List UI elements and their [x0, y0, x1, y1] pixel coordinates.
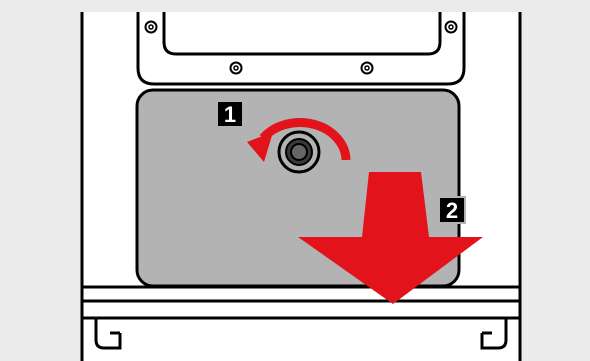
down-arrow-icon [298, 172, 483, 304]
handle-inner [162, 12, 442, 56]
step-1-label: 1 [224, 102, 236, 127]
screw-top-left [144, 20, 158, 34]
screw-top-right [444, 20, 458, 34]
top-handle-frame [136, 12, 466, 86]
screw-knob-icon [277, 130, 321, 174]
step-2-label: 2 [446, 198, 458, 223]
foot-left [94, 318, 122, 350]
screw-mid-right [360, 61, 374, 75]
unit-base [82, 285, 520, 350]
screw-mid-left [229, 61, 243, 75]
foot-right [480, 318, 508, 350]
step-2-badge: 2 [438, 196, 466, 224]
rotate-arrow-icon [247, 118, 351, 162]
step-1-badge: 1 [218, 102, 242, 127]
